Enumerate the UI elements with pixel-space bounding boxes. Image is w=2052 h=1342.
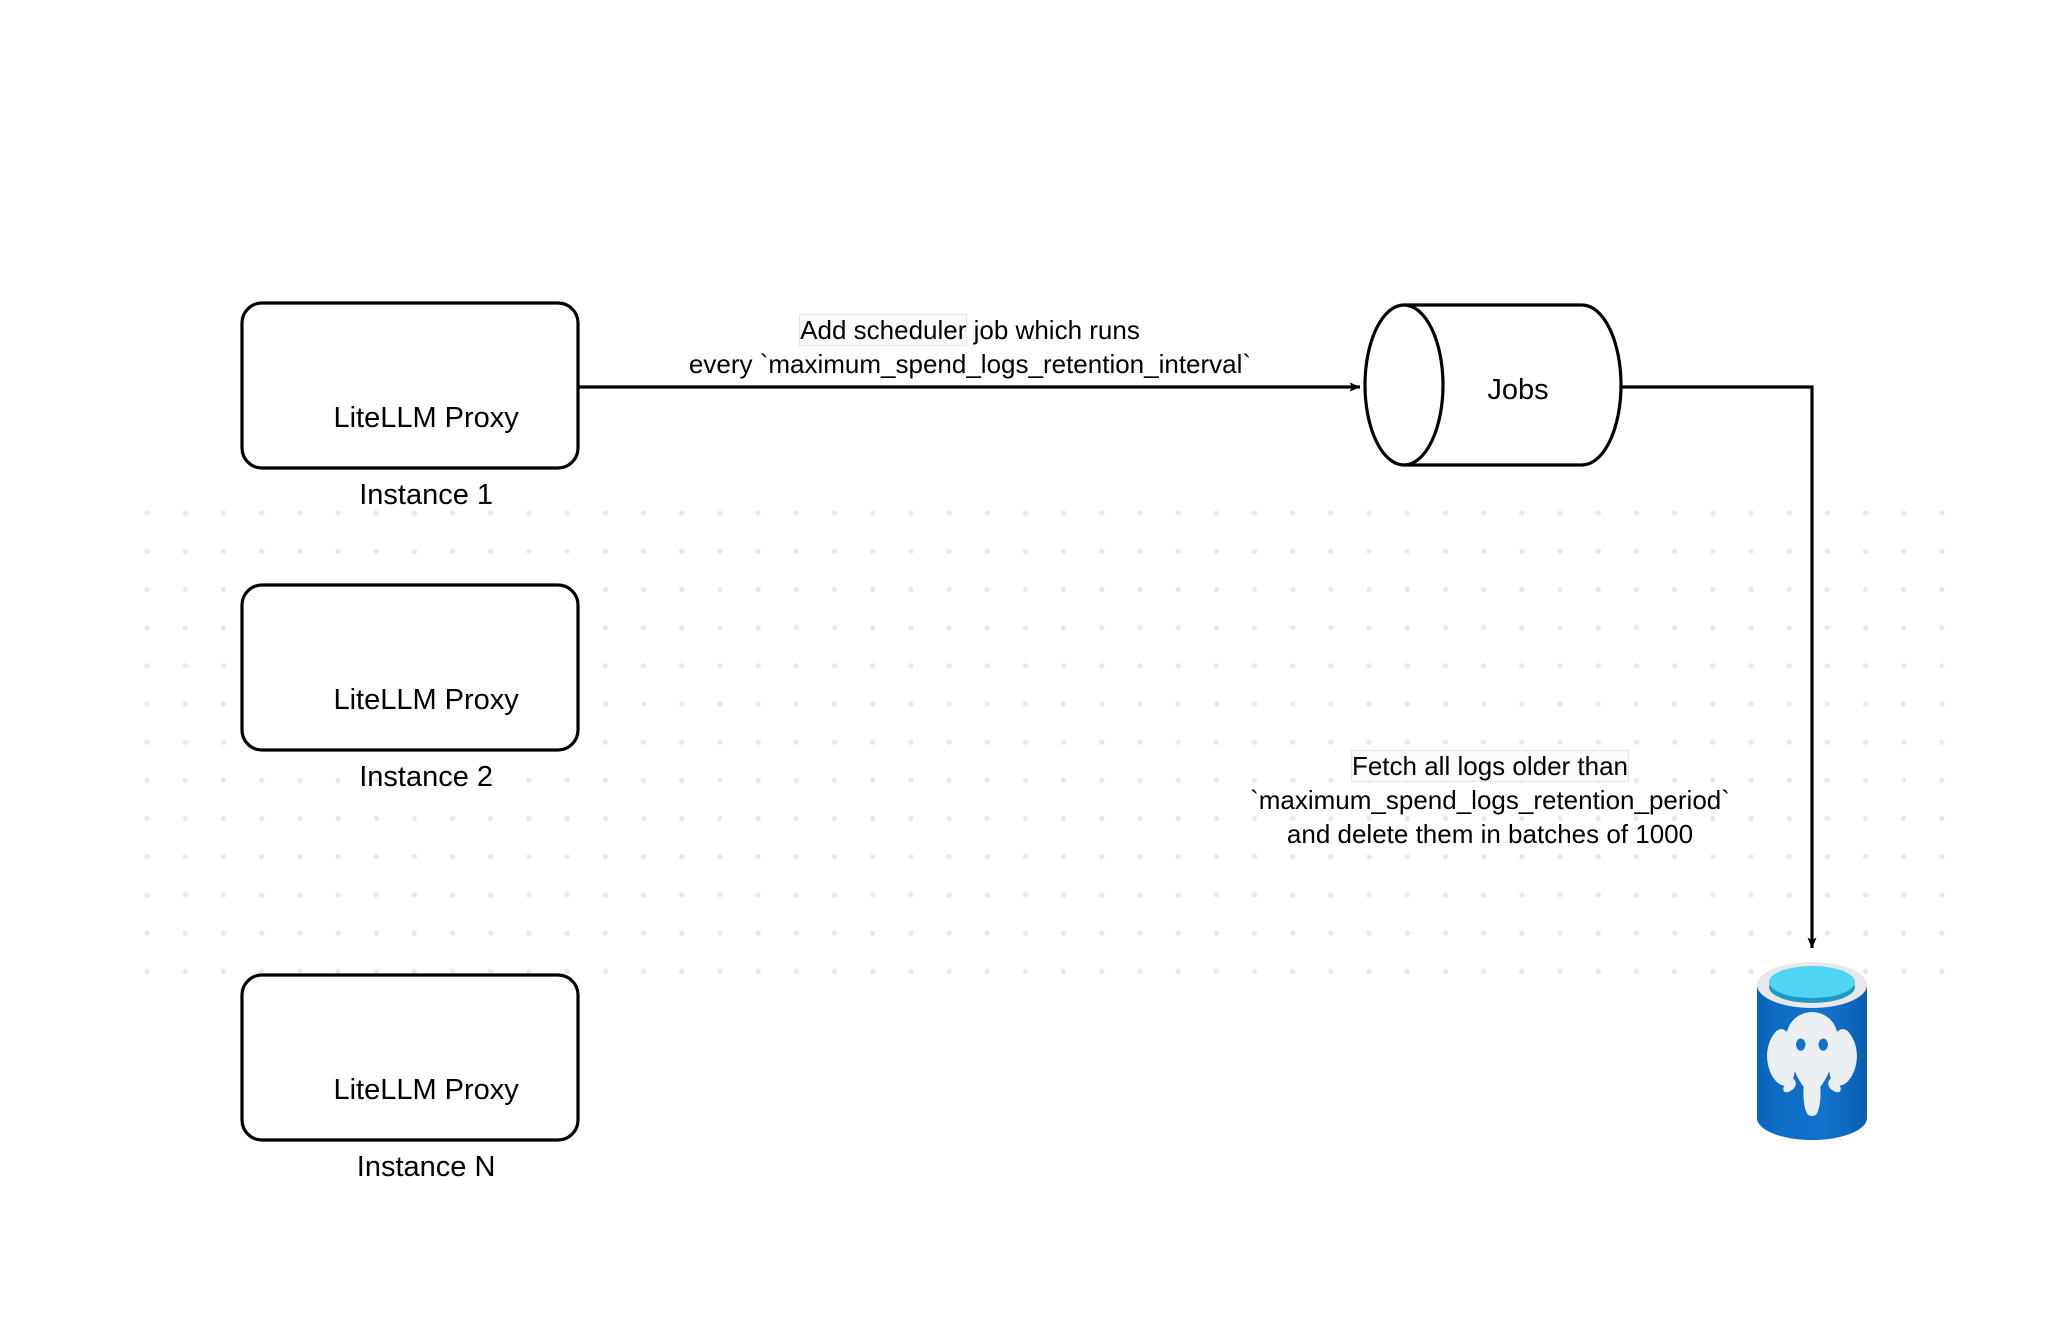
jobs-cylinder-shape[interactable]	[1363, 303, 1623, 467]
edge1-label-line1-rest: job which runs	[966, 315, 1140, 345]
edge-jobs-to-postgres-label: Fetch all logs older than `maximum_spend…	[1180, 750, 1800, 851]
proxy-instance-n-shape[interactable]	[240, 973, 580, 1142]
edge2-label-line3: and delete them in batches of 1000	[1286, 818, 1694, 849]
edge1-label-highlight: Add scheduler	[799, 314, 968, 346]
proxy-instance-1-shape[interactable]	[240, 301, 580, 470]
edge2-label-line1: Fetch all logs older than	[1180, 750, 1800, 784]
edge1-label-line2: every `maximum_spend_logs_retention_inte…	[688, 348, 1252, 379]
proxy-instance-2-shape[interactable]	[240, 583, 580, 752]
postgresql-elephant-icon[interactable]	[1757, 962, 1867, 1140]
edge-jobs-to-postgres	[1622, 385, 1817, 949]
edge2-label-line2: `maximum_spend_logs_retention_period`	[1250, 784, 1730, 815]
edge2-label-highlight: Fetch all logs older than	[1350, 750, 1630, 782]
edge-proxy1-to-jobs-label: Add scheduler job which runs every `maxi…	[580, 314, 1360, 382]
edge1-label-line1: Add scheduler job which runs	[580, 314, 1360, 348]
